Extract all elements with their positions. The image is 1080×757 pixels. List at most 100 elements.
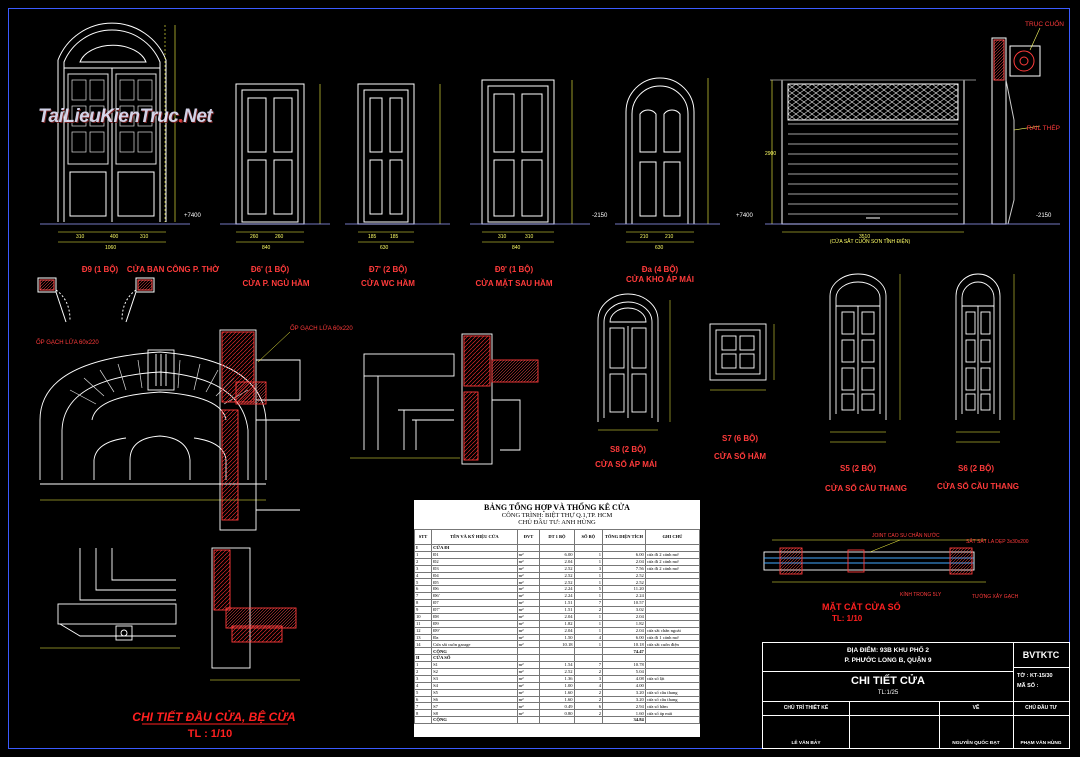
- svg-text:CỬA WC HẦM: CỬA WC HẦM: [361, 278, 415, 288]
- schedule-cell: [644, 544, 700, 552]
- schedule-cell: Đ7: [431, 599, 518, 608]
- svg-text:TƯỜNG XÂY GẠCH: TƯỜNG XÂY GẠCH: [972, 593, 1019, 600]
- schedule-cell: 6: [573, 702, 604, 711]
- company-code: BVTKTC: [1022, 650, 1060, 660]
- schedule-cell: 6.00: [602, 633, 646, 642]
- schedule-cell: 2.04: [602, 626, 646, 635]
- schedule-cell: 5.04: [602, 668, 646, 676]
- svg-text:S8 (2 BỘ): S8 (2 BỘ): [610, 445, 646, 454]
- svg-text:260: 260: [275, 234, 284, 240]
- schedule-cell: 7: [414, 592, 433, 601]
- schedule-cell: Đ7': [431, 606, 518, 614]
- schedule-cell: 2: [573, 709, 604, 718]
- schedule-cell: 11.20: [602, 585, 646, 594]
- schedule-cell: 2.04: [539, 612, 575, 621]
- svg-text:TL: 1/10: TL: 1/10: [832, 614, 863, 623]
- svg-text:-2150: -2150: [592, 213, 608, 219]
- svg-text:CỬA SỔ CẦU THANG: CỬA SỔ CẦU THANG: [825, 483, 907, 493]
- drawing-scale: TL:1/25: [877, 690, 899, 696]
- window-section-title: MẶT CẮT CỬA SỔ TL: 1/10: [822, 601, 901, 623]
- schedule-cell: 7: [573, 661, 604, 670]
- schedule-cell: m²: [516, 695, 541, 704]
- schedule-cell: m²: [516, 592, 541, 601]
- schedule-cell: m²: [516, 640, 541, 649]
- schedule-cell: Đ4: [431, 571, 518, 580]
- schedule-cell: Đ8: [431, 612, 518, 621]
- schedule-cell: [644, 661, 700, 670]
- schedule-cell: 0.80: [539, 709, 575, 718]
- schedule-cell: 1: [573, 619, 604, 628]
- schedule-cell: CỬA SỔ: [431, 654, 518, 663]
- wall-section-detail-1: [219, 329, 301, 531]
- window-dimension-lines: [598, 274, 1015, 443]
- schedule-cell: CỘNG: [431, 716, 518, 725]
- schedule-cell: 10.78: [602, 661, 646, 670]
- schedule-cell: [539, 544, 575, 552]
- schedule-cell: m²: [516, 681, 541, 690]
- svg-text:TRỤC CUỐN: TRỤC CUỐN: [1025, 18, 1064, 28]
- schedule-cell: m²: [516, 571, 541, 580]
- svg-text:840: 840: [512, 245, 521, 251]
- svg-text:630: 630: [380, 245, 389, 251]
- title-block: ĐỊA ĐIỂM: 93B KHU PHỐ 2 P. PHƯỚC LONG B,…: [762, 642, 1070, 749]
- schedule-cell: 1: [573, 578, 604, 587]
- schedule-cell: 6: [414, 695, 433, 704]
- schedule-cell: 13: [414, 633, 433, 642]
- schedule-cell: 1: [573, 550, 604, 559]
- window-s6-elevation: [955, 273, 1001, 420]
- schedule-cell: 4: [414, 681, 433, 690]
- schedule-cell: S1: [431, 661, 518, 670]
- schedule-cell: 2.52: [539, 578, 575, 587]
- schedule-cell: 3: [573, 674, 604, 683]
- schedule-cell: [644, 647, 700, 656]
- schedule-cell: 2.52: [602, 571, 646, 580]
- schedule-cell: 5: [573, 585, 604, 594]
- schedule-cell: [539, 654, 575, 663]
- schedule-cell: [573, 654, 604, 663]
- schedule-cell: [516, 647, 541, 656]
- schedule-cell: 0.49: [539, 702, 575, 711]
- drawing-title: CHI TIẾT CỬA: [851, 675, 925, 687]
- schedule-cell: 2.24: [539, 585, 575, 594]
- schedule-cell: S2: [431, 668, 518, 676]
- svg-text:1060: 1060: [105, 245, 116, 251]
- schedule-cell: m²: [516, 564, 541, 573]
- schedule-cell: [644, 668, 700, 676]
- schedule-cell: m²: [516, 688, 541, 697]
- sill-detail: [40, 547, 300, 681]
- rolling-door-elevation: [770, 79, 976, 225]
- svg-text:S6 (2 BỘ): S6 (2 BỘ): [958, 464, 994, 473]
- schedule-cell: Đ5: [431, 578, 518, 587]
- window-section-detail: [763, 539, 986, 583]
- schedule-cell: 12: [414, 626, 433, 635]
- schedule-cell: 6.00: [539, 550, 575, 559]
- svg-text:MẶT CẮT CỬA SỔ: MẶT CẮT CỬA SỔ: [822, 601, 901, 612]
- schedule-cell: 2.24: [602, 592, 646, 601]
- schedule-cell: 1.36: [539, 674, 575, 683]
- project-address-2: P. PHƯỚC LONG B, QUẬN 9: [844, 657, 932, 664]
- schedule-cell: [644, 592, 700, 601]
- schedule-cell: 1: [573, 557, 604, 566]
- schedule-cell: [602, 654, 646, 663]
- schedule-cell: Đ2: [431, 557, 518, 566]
- svg-text:CỬA BAN CÔNG P. THỜ: CỬA BAN CÔNG P. THỜ: [127, 265, 219, 274]
- svg-text:260: 260: [250, 234, 259, 240]
- svg-text:310: 310: [525, 234, 534, 240]
- project-address-1: ĐỊA ĐIỂM: 93B KHU PHỐ 2: [846, 647, 930, 654]
- svg-text:400: 400: [110, 234, 119, 240]
- op-gach-note-2: ỐP GẠCH LỬA 60x220: [290, 325, 353, 332]
